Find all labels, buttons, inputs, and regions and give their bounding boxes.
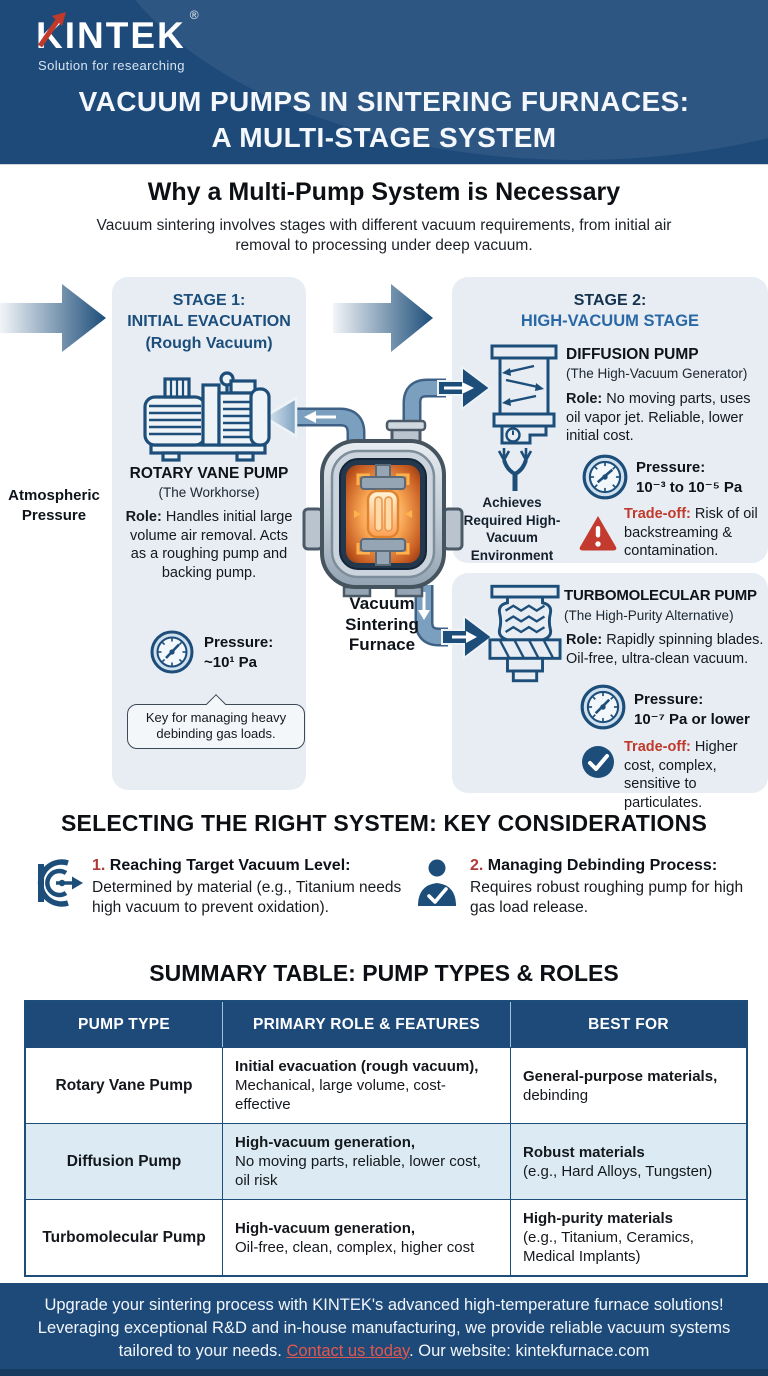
rotary-vane-pump-icon xyxy=(143,371,271,462)
summary-table: PUMP TYPE PRIMARY ROLE & FEATURES BEST F… xyxy=(24,1000,748,1278)
achieves-label: Achieves Required High-Vacuum Environmen… xyxy=(463,495,561,563)
footer-text: Upgrade your sintering process with KINT… xyxy=(37,1296,731,1360)
rotary-pump-role: Role: Handles initial large volume air r… xyxy=(125,509,293,581)
turbomolecular-pump-icon xyxy=(488,584,562,683)
page-title: VACUUM PUMPS IN SINTERING FURNACES: A MU… xyxy=(78,86,690,153)
furnace-label: Vacuum Sintering Furnace xyxy=(345,594,419,655)
table-cell-pump: Turbomolecular Pump xyxy=(26,1199,222,1275)
diffusion-pump-name: DIFFUSION PUMP xyxy=(566,346,699,363)
diffusion-pump-role: Role: No moving parts, uses oil vapor je… xyxy=(566,391,751,445)
header: KINTEK® Solution for researching VACUUM … xyxy=(0,0,768,165)
footer: Upgrade your sintering process with KINT… xyxy=(0,1283,768,1376)
diffusion-pump-alias: (The High-Vacuum Generator) xyxy=(566,366,748,381)
turbo-pump-name: TURBOMOLECULAR PUMP xyxy=(564,587,757,604)
atmospheric-pressure-label: Atmospheric Pressure xyxy=(8,487,100,524)
rotary-pump-name: ROTARY VANE PUMP xyxy=(129,465,289,482)
diffusion-tradeoff: Trade-off: Risk of oil backstreaming & c… xyxy=(624,506,758,560)
target-icon xyxy=(37,859,83,907)
fork-icon xyxy=(497,448,533,491)
table-cell-best: General-purpose materials, debinding xyxy=(510,1047,746,1124)
table-header-best-for: BEST FOR xyxy=(510,1002,746,1047)
table-cell-pump: Diffusion Pump xyxy=(26,1123,222,1200)
consideration-item-2: 2. Managing Debinding Process: Requires … xyxy=(470,857,744,916)
furnace-illustration xyxy=(302,419,464,598)
table-header-role: PRIMARY ROLE & FEATURES xyxy=(222,1002,510,1047)
operator-icon xyxy=(418,859,456,906)
flow-arrow-icon xyxy=(333,284,433,352)
contact-link[interactable]: Contact us today xyxy=(286,1341,410,1360)
turbo-tradeoff: Trade-off: Higher cost, complex, sensiti… xyxy=(624,739,738,811)
table-cell-role: High-vacuum generation, Oil-free, clean,… xyxy=(222,1199,510,1276)
table-cell-pump: Rotary Vane Pump xyxy=(26,1047,222,1123)
registered-mark: ® xyxy=(189,8,199,22)
warning-icon xyxy=(579,516,617,551)
table-cell-best: Robust materials (e.g., Hard Alloys, Tun… xyxy=(510,1123,746,1200)
pressure-gauge-icon xyxy=(580,684,626,730)
stage1-title: STAGE 1: INITIAL EVACUATION (Rough Vacuu… xyxy=(127,292,291,352)
table-header-pump-type: PUMP TYPE xyxy=(26,1002,222,1047)
diffusion-pressure: Pressure: 10⁻³ to 10⁻⁵ Pa xyxy=(636,459,743,496)
rotary-note-bubble: Key for managing heavy debinding gas loa… xyxy=(127,704,305,749)
kintek-arrow-icon xyxy=(37,12,66,48)
turbo-pump-alias: (The High-Purity Alternative) xyxy=(564,608,734,623)
turbo-pressure: Pressure: 10⁻⁷ Pa or lower xyxy=(634,691,750,728)
pressure-gauge-icon xyxy=(582,454,628,500)
section-heading-why: Why a Multi-Pump System is Necessary xyxy=(147,178,621,206)
table-cell-best: High-purity materials (e.g., Titanium, C… xyxy=(510,1199,746,1276)
brand-logo: KINTEK® xyxy=(36,8,199,60)
flow-arrow-icon xyxy=(0,284,106,352)
turbo-pump-role: Role: Rapidly spinning blades. Oil-free,… xyxy=(566,632,764,667)
diffusion-pump-icon xyxy=(490,344,558,445)
table-cell-role: High-vacuum generation, No moving parts,… xyxy=(222,1123,510,1200)
rotary-pressure: Pressure: ~10¹ Pa xyxy=(204,634,274,671)
check-icon xyxy=(582,746,614,778)
pressure-gauge-icon xyxy=(150,630,194,674)
section-heading-table: SUMMARY TABLE: PUMP TYPES & ROLES xyxy=(149,960,619,986)
rotary-pump-alias: (The Workhorse) xyxy=(158,485,260,500)
table-cell-role: Initial evacuation (rough vacuum), Mecha… xyxy=(222,1047,510,1124)
section-subtitle: Vacuum sintering involves stages with di… xyxy=(96,217,672,255)
stage2-title: STAGE 2: HIGH-VACUUM STAGE xyxy=(520,292,700,331)
section-heading-considerations: SELECTING THE RIGHT SYSTEM: KEY CONSIDER… xyxy=(60,810,707,836)
consideration-item-1: 1. Reaching Target Vacuum Level: Determi… xyxy=(92,857,402,916)
brand-tagline: Solution for researching xyxy=(38,58,185,73)
